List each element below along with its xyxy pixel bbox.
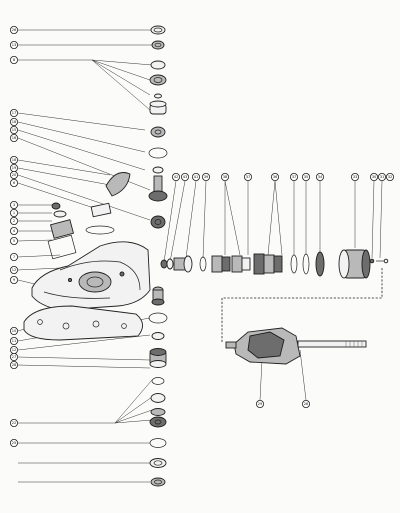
callout-number: 34 [318,175,323,179]
callout-number: 3 [13,203,15,207]
callout-number: 37 [292,175,297,179]
callout-number: 6 [13,181,16,185]
callout-number: 17 [12,111,17,115]
callout-bubble: 4 [9,226,18,235]
callout-number: 35 [304,175,309,179]
callout-number: 20 [12,173,17,177]
callout-bubble: 13 [9,41,18,50]
callout-bubble: 12 [9,265,18,274]
callout-bubble: 27 [9,352,18,361]
callout-bubble: 18 [9,155,18,164]
callout-bubble: 33 [350,172,359,181]
callout-number: 26 [12,28,17,32]
callout-bubble: 39 [201,172,210,181]
callout-bubble: 20 [9,170,18,179]
callout-number: 12 [12,348,17,352]
callout-number: 2 [13,219,15,223]
callout-bubble: 41 [191,172,200,181]
gasket-plate [23,305,143,341]
leader-lines [17,29,383,483]
callout-number: 41 [194,175,199,179]
callout-bubble: 37 [243,172,252,181]
gear-housing [31,241,151,311]
callout-number: 8 [13,58,16,62]
callout-number: 22 [12,421,17,425]
callout-bubble: 19 [9,163,18,172]
callout-bubble: 11 [9,336,18,345]
callout-bubble: 10 [9,326,18,335]
callouts-bottom: 29 28 [255,399,310,408]
callout-bubble: 7 [9,252,18,261]
callout-number: 10 [12,329,17,333]
callout-number: 43 [183,175,188,179]
callout-bubble: 17 [9,109,18,118]
callout-bubble: 25 [9,438,18,447]
callout-bubble: 2 [9,216,18,225]
callout-bubble: 16 [9,133,18,142]
callout-number: 36 [273,175,278,179]
callout-number: 37 [246,175,251,179]
callout-number: 42 [174,175,179,179]
callout-number: 29 [258,402,263,406]
callout-bubble: 8 [9,56,18,65]
callout-number: 32 [388,175,393,179]
callout-number: 16 [12,136,17,140]
callout-number: 25 [12,441,17,445]
callout-bubble: 9 [9,275,18,284]
center-stack-parts [148,25,168,487]
assembly-link-dashed [221,268,383,342]
callout-bubble: 15 [9,126,18,135]
callout-bubble: 32 [385,172,394,181]
callout-bubble: 28 [9,360,18,369]
callout-number: 7 [13,255,15,259]
callout-bubble: 22 [9,418,18,427]
callout-bubble: 29 [255,399,264,408]
callout-number: 30 [372,175,377,179]
callout-bubble: 1 [9,208,18,217]
callout-bubble: 12 [9,345,18,354]
callout-number: 5 [13,239,15,243]
callout-number: 1 [13,211,15,215]
callout-bubble: 36 [270,172,279,181]
callout-bubble: 26 [9,25,18,34]
callout-number: 4 [13,229,16,233]
callout-number: 12 [12,268,17,272]
callout-number: 39 [204,175,209,179]
callout-number: 19 [12,166,17,170]
callout-number: 11 [12,339,17,343]
callout-number: 18 [12,158,17,162]
callout-number: 15 [12,128,17,132]
callout-bubble: 28 [301,399,310,408]
callout-number: 28 [12,363,17,367]
callout-bubble: 18 [9,118,18,127]
callout-bubble: 3 [9,200,18,209]
callout-number: 18 [12,120,17,124]
callout-bubble: 34 [315,172,324,181]
horizontal-shaft-assembly [160,249,389,279]
callout-number: 31 [380,175,385,179]
callout-number: 28 [304,402,309,406]
callout-number: 38 [223,175,228,179]
callout-number: 27 [12,355,17,359]
callout-number: 33 [353,175,358,179]
callout-bubble: 38 [220,172,229,181]
callout-bubble: 31 [377,172,386,181]
upper-left-parts [47,172,131,260]
callout-bubble: 43 [180,172,189,181]
callout-bubble: 42 [171,172,180,181]
callout-bubble: 37 [289,172,298,181]
callout-bubble: 30 [369,172,378,181]
callout-number: 9 [13,278,16,282]
callout-bubble: 6 [9,178,18,187]
lower-prop-shaft [225,327,367,365]
callout-bubble: 35 [301,172,310,181]
callouts-left-column: 2613817181516181920631245712910111227282… [9,25,18,447]
callout-number: 13 [12,43,17,47]
callout-bubble: 5 [9,236,18,245]
